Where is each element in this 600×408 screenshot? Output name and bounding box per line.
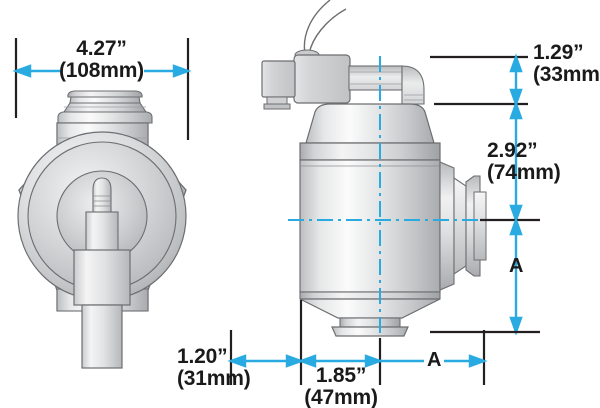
dimension-label-overall-width: 4.27” (108mm) (59, 38, 144, 82)
top-height-inches: 1.29” (533, 41, 584, 64)
a-vertical-text: A (509, 255, 524, 277)
front-center-pin (85, 177, 119, 253)
base-offset-mm: (31mm) (177, 366, 251, 390)
dimension-label-port-height: 2.92” (74mm) (487, 140, 561, 184)
armature-tube (348, 65, 425, 105)
dimension-label-base-width: 1.85” (47mm) (295, 365, 387, 408)
dimension-label-base-offset: 1.20” (31mm) (177, 346, 251, 390)
front-outlet-stem (73, 249, 131, 369)
dim-a-vertical-line (509, 216, 523, 336)
front-view-drawing (17, 90, 187, 369)
solenoid-coil (261, 49, 351, 110)
side-main-body (299, 159, 441, 293)
side-bonnet (299, 103, 441, 161)
base-width-inches: 1.85” (315, 364, 367, 387)
overall-width-inches: 4.27” (76, 37, 127, 60)
port-height-mm: (74mm) (487, 160, 561, 184)
side-outlet-port (439, 161, 487, 291)
side-bottom-flange (299, 291, 441, 337)
overall-width-mm: (108mm) (59, 58, 144, 82)
dim-a-horizontal-line (380, 354, 488, 368)
dimension-label-top-height: 1.29” (33mm) (533, 42, 600, 86)
dimension-label-a-horizontal: A (427, 350, 441, 371)
front-top-flange (57, 90, 153, 124)
base-offset-inches: 1.20” (177, 345, 228, 368)
a-horizontal-text: A (427, 349, 442, 371)
dimension-lines (12, 38, 540, 385)
top-height-mm: (33mm) (533, 62, 600, 86)
base-width-mm: (47mm) (304, 385, 378, 408)
dimension-label-a-vertical: A (509, 256, 523, 277)
side-view-drawing (261, 0, 500, 344)
centerlines (288, 56, 500, 344)
dim-185-line (297, 354, 384, 368)
coil-lead-wires (303, 0, 347, 55)
port-height-inches: 2.92” (487, 139, 538, 162)
dim-120-line (227, 354, 305, 368)
dim-292 (509, 100, 523, 224)
